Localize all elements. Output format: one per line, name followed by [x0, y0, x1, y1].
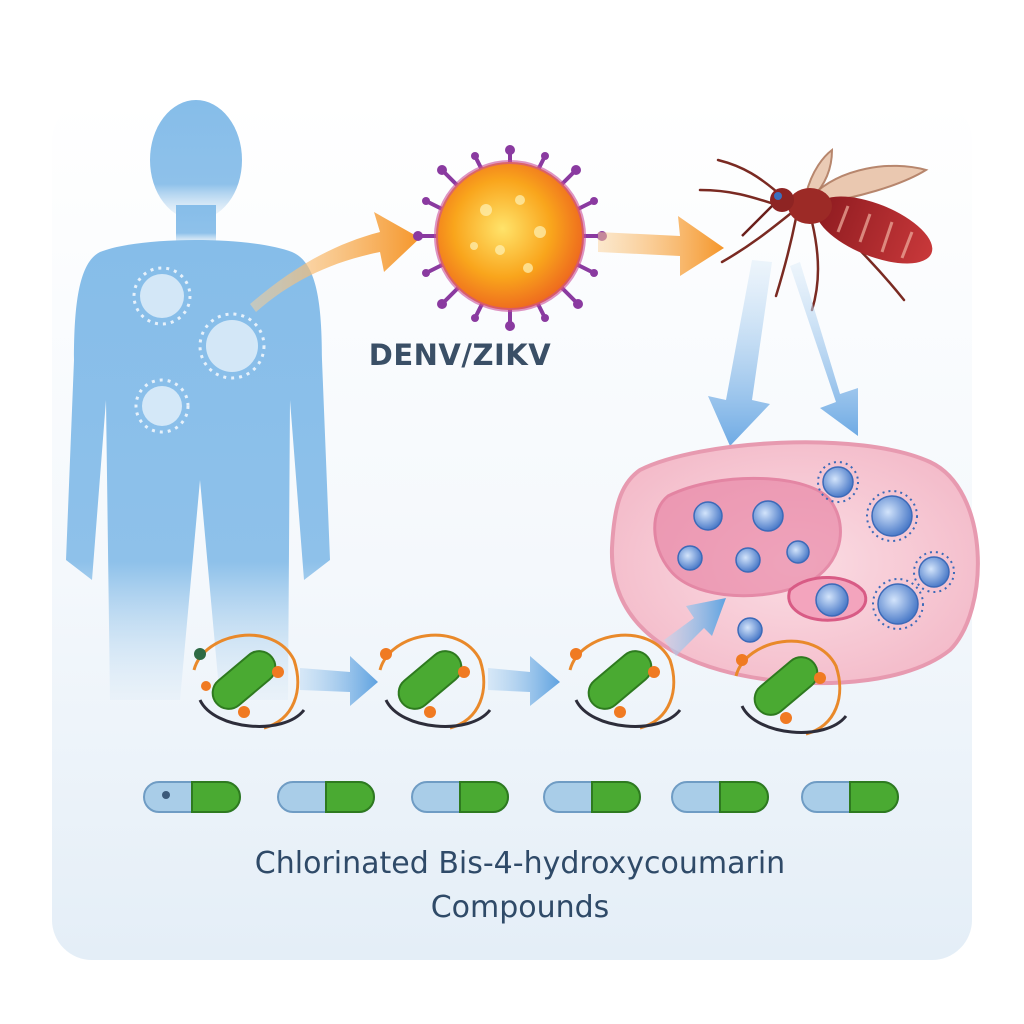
capsule-icon	[143, 781, 241, 813]
capsule-icon	[411, 781, 509, 813]
mosquito-icon	[698, 147, 933, 312]
virus-icon	[413, 145, 607, 331]
capsule-icon	[277, 781, 375, 813]
arrow-virus-to-mosquito	[598, 216, 724, 276]
body-virus-spikes	[132, 266, 266, 434]
arrow-mosquito-to-cell-left	[708, 260, 772, 446]
caption-line-2: Compounds	[430, 890, 610, 925]
cell-icon	[609, 440, 980, 686]
body-virus-icon	[140, 274, 258, 426]
capsule-icon	[671, 781, 769, 813]
molecule-capsule-1	[192, 633, 306, 730]
capsule-icon	[801, 781, 899, 813]
arrow-step-3	[664, 598, 726, 656]
caption-line-1: Chlorinated Bis-4-hydroxycoumarin	[254, 846, 786, 881]
capsule-icon	[543, 781, 641, 813]
arrow-step-2	[488, 656, 560, 706]
molecule-capsule-3	[568, 633, 682, 730]
capsule-row	[143, 781, 899, 813]
arrow-human-to-virus	[250, 212, 420, 312]
arrow-step-1	[300, 656, 378, 706]
arrow-mosquito-to-cell-right	[790, 262, 858, 436]
virus-label: DENV/ZIKV	[368, 338, 552, 372]
molecule-capsule-4	[734, 639, 848, 736]
molecule-capsule-2	[378, 633, 492, 730]
caption: Chlorinated Bis-4-hydroxycoumarin Compou…	[120, 842, 920, 930]
